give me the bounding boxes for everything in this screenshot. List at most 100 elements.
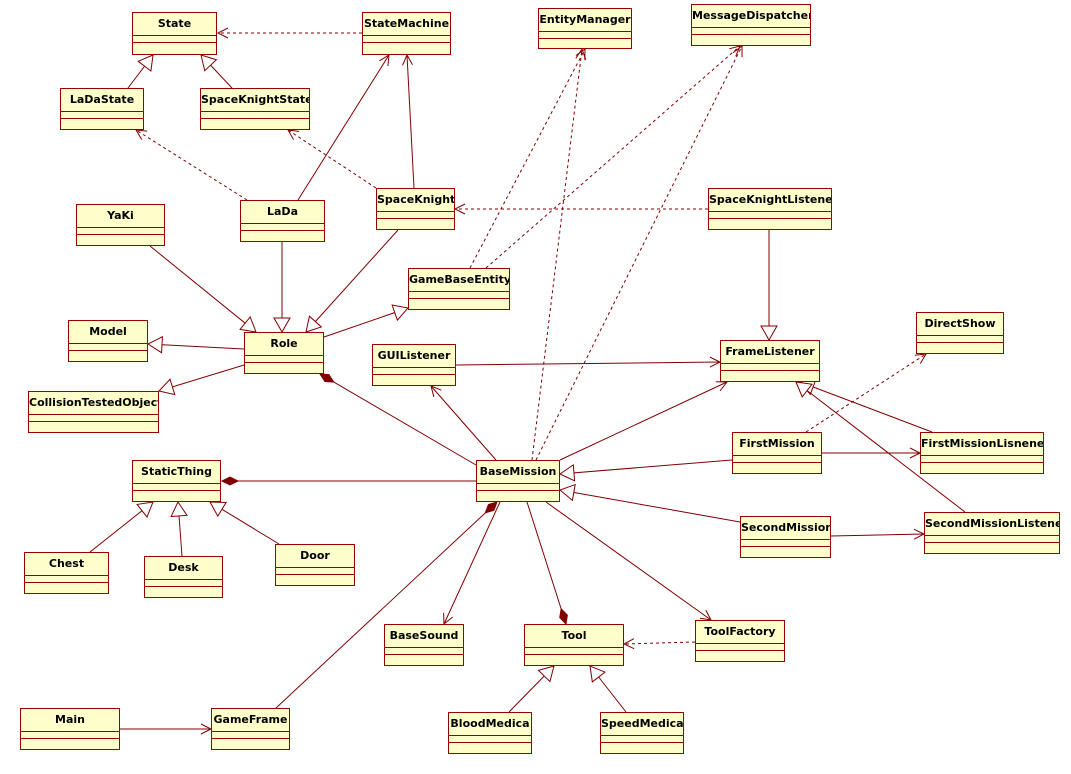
attributes-compartment xyxy=(696,644,784,651)
relation-generalization-line xyxy=(559,489,741,523)
navigation-arrowhead xyxy=(216,27,229,39)
class-base-sound[interactable]: BaseSound xyxy=(384,624,464,666)
class-game-frame[interactable]: GameFrame xyxy=(211,708,290,750)
class-name: FirstMissionLisnener xyxy=(921,433,1043,456)
generalization-arrowhead xyxy=(136,501,154,518)
class-first-mission-lisnener[interactable]: FirstMissionLisnener xyxy=(920,432,1044,474)
operations-compartment xyxy=(409,299,509,305)
relation-generalization-line xyxy=(147,343,245,350)
attributes-compartment xyxy=(709,212,831,219)
class-base-mission[interactable]: BaseMission xyxy=(476,460,560,502)
operations-compartment xyxy=(377,219,454,225)
class-gui-listener[interactable]: GUIListener xyxy=(372,344,456,386)
class-first-mission[interactable]: FirstMission xyxy=(732,432,822,474)
generalization-arrowhead xyxy=(170,500,188,518)
class-blood-medica[interactable]: BloodMedica xyxy=(448,712,532,754)
relation-association-line xyxy=(545,501,712,621)
class-tool-factory[interactable]: ToolFactory xyxy=(695,620,785,662)
relation-association-line xyxy=(406,54,415,189)
class-game-base-entity[interactable]: GameBaseEntity xyxy=(408,268,510,310)
attributes-compartment xyxy=(601,736,683,743)
class-lada[interactable]: LaDa xyxy=(240,200,325,242)
class-tool[interactable]: Tool xyxy=(524,624,624,666)
relation-dependency-line xyxy=(135,129,248,201)
relation-composition-line xyxy=(275,501,498,709)
relation-generalization-line xyxy=(559,459,733,475)
class-message-dispatcher[interactable]: MessageDispatcher xyxy=(691,4,811,46)
class-collision-tested-object[interactable]: CollisionTestedObject xyxy=(28,391,159,433)
operations-compartment xyxy=(477,491,559,497)
class-door[interactable]: Door xyxy=(275,544,355,586)
class-name: ToolFactory xyxy=(696,621,784,644)
class-entity-manager[interactable]: EntityManager xyxy=(538,8,632,49)
attributes-compartment xyxy=(925,536,1059,543)
class-chest[interactable]: Chest xyxy=(24,552,109,594)
operations-compartment xyxy=(276,575,354,581)
navigation-arrowhead xyxy=(287,129,300,140)
class-name: BaseSound xyxy=(385,625,463,648)
class-desk[interactable]: Desk xyxy=(144,556,223,598)
composition-diamond xyxy=(220,476,240,486)
generalization-arrowhead xyxy=(273,317,291,334)
generalization-arrowhead xyxy=(239,315,257,333)
attributes-compartment xyxy=(276,568,354,575)
class-frame-listener[interactable]: FrameListener xyxy=(720,340,820,382)
class-lada-state[interactable]: LaDaState xyxy=(60,88,144,130)
operations-compartment xyxy=(733,463,821,469)
class-yaki[interactable]: YaKi xyxy=(76,204,165,246)
attributes-compartment xyxy=(525,648,623,655)
attributes-compartment xyxy=(917,336,1003,343)
operations-compartment xyxy=(77,235,164,241)
class-speed-medica[interactable]: SpeedMedica xyxy=(600,712,684,754)
class-name: BaseMission xyxy=(477,461,559,484)
operations-compartment xyxy=(917,343,1003,349)
operations-compartment xyxy=(385,655,463,661)
relation-association-line xyxy=(455,361,721,366)
operations-compartment xyxy=(449,743,531,749)
generalization-arrowhead xyxy=(146,335,163,354)
relation-dependency-line xyxy=(805,353,927,433)
relation-dependency-line xyxy=(469,48,586,269)
class-name: SpaceKnightListener xyxy=(709,189,831,212)
attributes-compartment xyxy=(363,36,450,43)
class-second-mission[interactable]: SecondMission xyxy=(740,516,831,558)
class-static-thing[interactable]: StaticThing xyxy=(132,460,221,502)
class-state[interactable]: State xyxy=(132,12,217,55)
class-name: GameFrame xyxy=(212,709,289,732)
class-name: FirstMission xyxy=(733,433,821,456)
class-space-knight[interactable]: SpaceKnight xyxy=(376,188,455,230)
class-name: Model xyxy=(69,321,147,344)
attributes-compartment xyxy=(212,732,289,739)
class-second-mission-listener[interactable]: SecondMissionListener xyxy=(924,512,1060,554)
class-name: SpaceKnightState xyxy=(201,89,309,112)
class-name: GameBaseEntity xyxy=(409,269,509,292)
operations-compartment xyxy=(212,739,289,745)
operations-compartment xyxy=(692,35,810,41)
operations-compartment xyxy=(133,43,216,49)
navigation-arrowhead xyxy=(575,47,587,60)
navigation-arrowhead xyxy=(622,638,635,650)
attributes-compartment xyxy=(921,456,1043,463)
class-main[interactable]: Main xyxy=(20,708,120,750)
class-name: Desk xyxy=(145,557,222,580)
operations-compartment xyxy=(539,39,631,45)
navigation-arrowhead xyxy=(379,54,390,67)
operations-compartment xyxy=(709,219,831,225)
class-direct-show[interactable]: DirectShow xyxy=(916,312,1004,354)
class-space-knight-state[interactable]: SpaceKnightState xyxy=(200,88,310,130)
navigation-arrowhead xyxy=(453,203,466,215)
attributes-compartment xyxy=(733,456,821,463)
class-role[interactable]: Role xyxy=(244,332,324,374)
class-name: State xyxy=(133,13,216,36)
operations-compartment xyxy=(133,491,220,497)
class-model[interactable]: Model xyxy=(68,320,148,362)
operations-compartment xyxy=(525,655,623,661)
class-name: Chest xyxy=(25,553,108,576)
relation-generalization-line xyxy=(323,307,409,338)
class-space-knight-listener[interactable]: SpaceKnightListener xyxy=(708,188,832,230)
operations-compartment xyxy=(241,231,324,237)
operations-compartment xyxy=(741,547,830,553)
operations-compartment xyxy=(601,743,683,749)
attributes-compartment xyxy=(69,344,147,351)
class-state-machine[interactable]: StateMachine xyxy=(362,12,451,55)
